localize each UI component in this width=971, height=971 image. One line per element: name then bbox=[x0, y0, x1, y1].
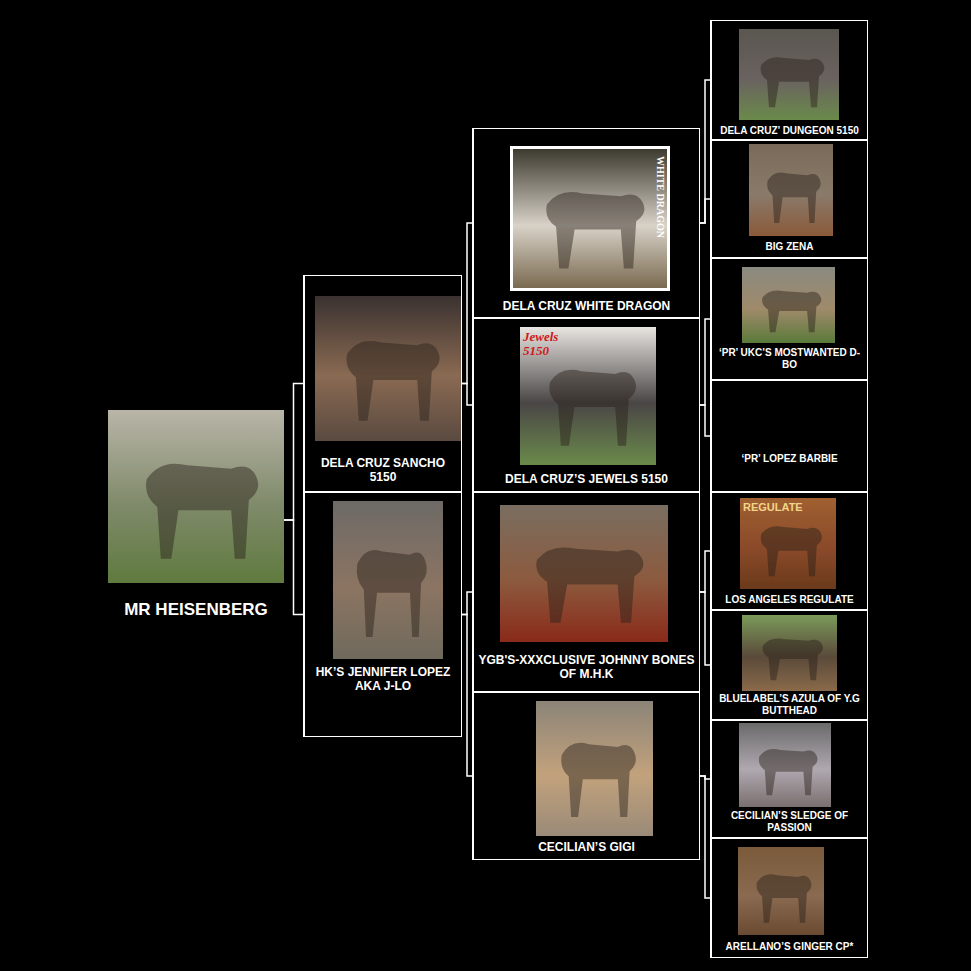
dog-name: BIG ZENA bbox=[716, 241, 863, 253]
ancestor-box: CECILIAN’S GIGI bbox=[472, 692, 700, 860]
ancestor-box: DELA CRUZ WHITE DRAGON WHITE DRAGON bbox=[472, 128, 700, 318]
dog-silhouette bbox=[739, 29, 839, 120]
photo-watermark: REGULATE bbox=[743, 501, 803, 513]
dog-photo bbox=[739, 29, 839, 120]
pedigree-connector bbox=[700, 405, 710, 436]
ancestor-box: CECILIAN’S SLEDGE OF PASSION bbox=[710, 720, 868, 838]
dog-silhouette bbox=[333, 501, 443, 659]
ancestor-box: DELA CRUZ SANCHO 5150 bbox=[303, 275, 462, 492]
subject-dog-box: MR HEISENBERG bbox=[108, 405, 284, 635]
photo-watermark: Jewels 5150 bbox=[523, 330, 569, 357]
dog-silhouette bbox=[315, 296, 461, 441]
pedigree-connector bbox=[700, 776, 710, 898]
dog-silhouette bbox=[742, 615, 837, 691]
pedigree-connector bbox=[700, 319, 710, 405]
dog-name: CECILIAN’S SLEDGE OF PASSION bbox=[716, 810, 863, 834]
dog-photo bbox=[739, 723, 831, 807]
pedigree-connector bbox=[462, 223, 472, 384]
dog-name: ARELLANO’S GINGER CP* bbox=[716, 941, 863, 953]
dog-photo bbox=[738, 847, 824, 935]
ancestor-box: LOS ANGELES REGULATE REGULATE bbox=[710, 492, 868, 610]
ancestor-box: YGB'S-XXXCLUSIVE JOHNNY BONES OF M.H.K bbox=[472, 492, 700, 692]
dog-name: ‘PR’ UKC’S MOSTWANTED D-BO bbox=[716, 347, 863, 371]
ancestor-box: DELA CRUZ’S JEWELS 5150 Jewels 5150 bbox=[472, 318, 700, 492]
dog-photo bbox=[315, 296, 461, 441]
dog-name: LOS ANGELES REGULATE bbox=[716, 594, 863, 606]
dog-photo bbox=[510, 146, 670, 291]
dog-silhouette bbox=[749, 144, 833, 236]
dog-silhouette bbox=[513, 149, 667, 288]
ancestor-box: ‘PR’ LOPEZ BARBIE bbox=[710, 380, 868, 492]
pedigree-connector bbox=[462, 592, 472, 615]
ancestor-box: HK’S JENNIFER LOPEZ AKA J-LO bbox=[303, 492, 462, 737]
dog-name: CECILIAN’S GIGI bbox=[478, 840, 695, 854]
dog-photo bbox=[333, 501, 443, 659]
pedigree-connector bbox=[700, 551, 710, 592]
dog-name: MR HEISENBERG bbox=[112, 600, 280, 620]
dog-name: YGB'S-XXXCLUSIVE JOHNNY BONES OF M.H.K bbox=[478, 653, 695, 681]
dog-silhouette bbox=[739, 723, 831, 807]
pedigree-connector bbox=[700, 592, 710, 665]
dog-silhouette bbox=[738, 847, 824, 935]
ancestor-box: DELA CRUZ’ DUNGEON 5150 bbox=[710, 20, 868, 140]
dog-name: ‘PR’ LOPEZ BARBIE bbox=[716, 453, 863, 465]
dog-photo bbox=[500, 505, 668, 642]
dog-name: DELA CRUZ SANCHO 5150 bbox=[309, 456, 457, 484]
dog-silhouette bbox=[108, 410, 284, 583]
dog-photo bbox=[536, 701, 653, 836]
dog-silhouette bbox=[742, 267, 835, 343]
ancestor-box: ‘PR’ UKC’S MOSTWANTED D-BO bbox=[710, 258, 868, 380]
ancestor-box: ARELLANO’S GINGER CP* bbox=[710, 838, 868, 958]
dog-silhouette bbox=[500, 505, 668, 642]
pedigree-connector bbox=[284, 384, 303, 521]
pedigree-connector bbox=[700, 199, 710, 223]
photo-watermark: WHITE DRAGON bbox=[655, 156, 666, 238]
dog-name: DELA CRUZ’S JEWELS 5150 bbox=[478, 472, 695, 486]
dog-name: DELA CRUZ’ DUNGEON 5150 bbox=[716, 125, 863, 137]
pedigree-connector bbox=[700, 80, 710, 223]
pedigree-connector bbox=[462, 384, 472, 406]
dog-photo bbox=[749, 144, 833, 236]
dog-photo bbox=[742, 615, 837, 691]
dog-photo bbox=[742, 267, 835, 343]
ancestor-box: BIG ZENA bbox=[710, 140, 868, 258]
dog-name: BLUELABEL’S AZULA OF Y.G BUTTHEAD bbox=[716, 693, 863, 717]
pedigree-connector bbox=[462, 615, 472, 777]
dog-name: HK’S JENNIFER LOPEZ AKA J-LO bbox=[309, 665, 457, 693]
pedigree-connector bbox=[284, 520, 303, 615]
ancestor-box: BLUELABEL’S AZULA OF Y.G BUTTHEAD bbox=[710, 610, 868, 720]
dog-photo bbox=[108, 410, 284, 583]
dog-name: DELA CRUZ WHITE DRAGON bbox=[478, 299, 695, 313]
dog-silhouette bbox=[536, 701, 653, 836]
